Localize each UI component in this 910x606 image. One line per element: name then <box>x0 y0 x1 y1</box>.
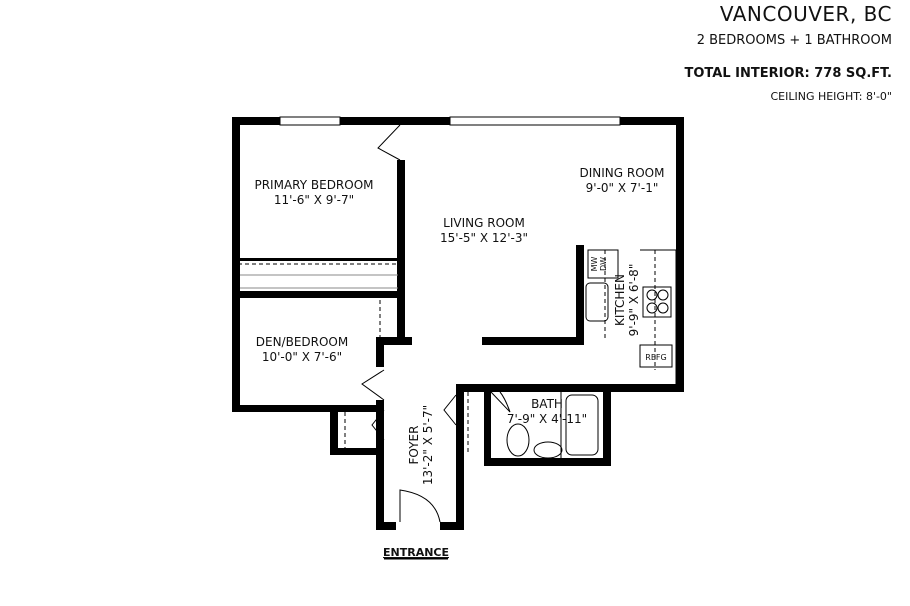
room-name: DEN/BEDROOM <box>256 335 348 349</box>
sink <box>585 282 609 322</box>
doors-fixtures <box>238 124 677 523</box>
room-dims: 13'-2" X 5'-7" <box>421 405 435 485</box>
room-name: LIVING ROOM <box>443 216 525 230</box>
entrance-label: ENTRANCE <box>383 546 449 559</box>
room-name: BATH <box>531 397 563 411</box>
room-dims: 10'-0" X 7'-6" <box>262 350 342 364</box>
room-name: FOYER <box>407 426 421 465</box>
room-name: PRIMARY BEDROOM <box>254 178 373 192</box>
room-dims: 7'-9" X 4'-11" <box>507 412 587 426</box>
windows <box>279 116 621 126</box>
room-dims: 11'-6" X 9'-7" <box>274 193 354 207</box>
stove <box>642 286 672 318</box>
room-name: DINING ROOM <box>580 166 665 180</box>
dishwasher-label: DW <box>599 257 608 271</box>
bath-sink <box>533 441 563 459</box>
room-dims: 15'-5" X 12'-3" <box>440 231 528 245</box>
room-name: KITCHEN <box>613 274 627 326</box>
rooms-summary: 2 BEDROOMS + 1 BATHROOM <box>696 33 892 48</box>
fridge-label: REFG <box>645 353 666 362</box>
ceiling-height: CEILING HEIGHT: 8'-0" <box>770 90 892 103</box>
bathtub <box>565 394 599 456</box>
fridge <box>639 344 673 368</box>
toilet <box>506 423 530 457</box>
room-dims: 9'-0" X 7'-1" <box>586 181 659 195</box>
entrance-underline <box>384 558 448 560</box>
city-title: VANCOUVER, BC <box>719 2 892 26</box>
microwave-dishwasher <box>587 249 619 279</box>
room-dims: 9'-9" X 6'-8" <box>627 264 641 337</box>
microwave-label: MW <box>590 257 599 272</box>
total-interior: TOTAL INTERIOR: 778 SQ.FT. <box>684 66 892 81</box>
